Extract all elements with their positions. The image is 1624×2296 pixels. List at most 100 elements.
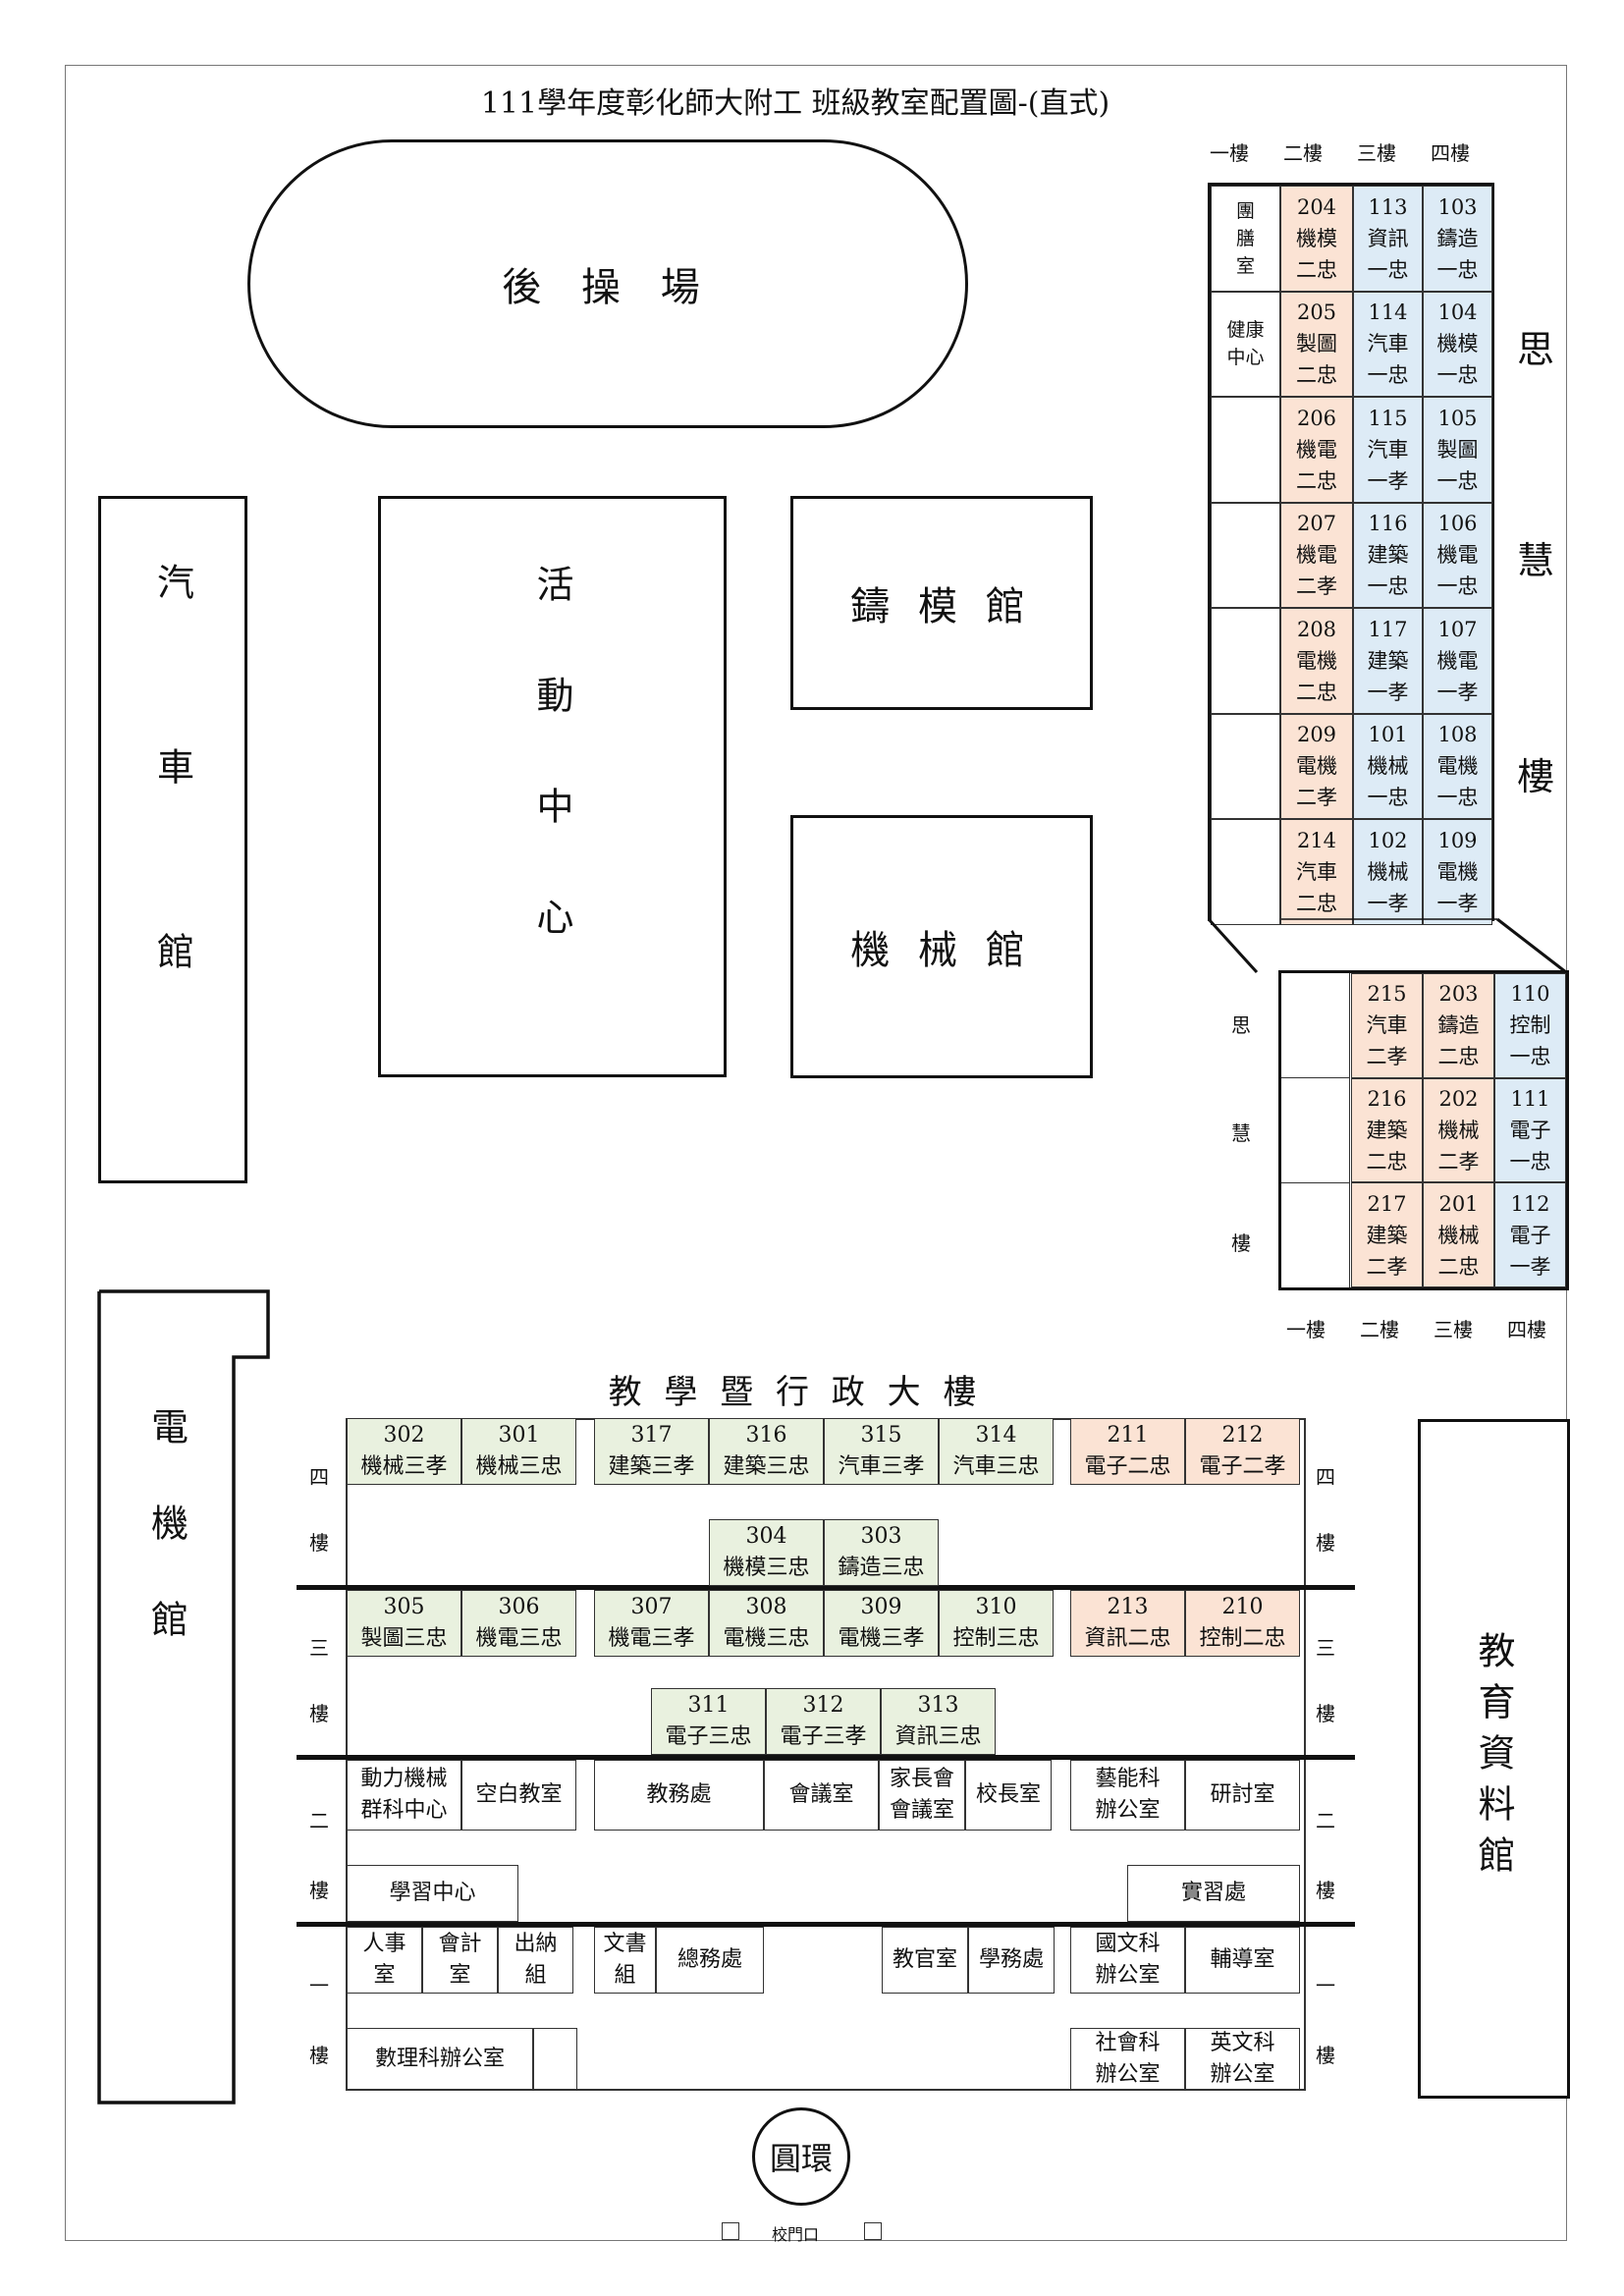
sihui-lower-name-char-3: 樓 xyxy=(1231,1231,1251,1255)
sihui-room-f1 xyxy=(1211,819,1280,925)
office-2f: 校長室 xyxy=(965,1760,1052,1831)
sihui-room-f1 xyxy=(1211,502,1280,608)
floor-divider-1 xyxy=(297,1922,1355,1927)
gate-marker-right xyxy=(864,2222,882,2240)
edu-data-building-label: 教育資料館 xyxy=(1472,1631,1515,1886)
office-2f: 研討室 xyxy=(1185,1760,1300,1831)
casting-building: 鑄 模 館 xyxy=(790,496,1093,710)
sihui-name-char-3: 樓 xyxy=(1517,755,1555,798)
sihui-room-f1 xyxy=(1211,608,1280,714)
sihui-room-f1 xyxy=(1211,713,1280,819)
teaching-building-title: 教 學 暨 行 政 大 樓 xyxy=(608,1372,983,1412)
floor-label-3-right: 三樓 xyxy=(1316,1636,1335,1725)
office-1f: 學務處 xyxy=(968,1927,1055,1994)
casting-building-label: 鑄 模 館 xyxy=(850,584,1033,629)
sihui-name-char-2: 慧 xyxy=(1517,539,1555,582)
learning-center: 學習中心 xyxy=(347,1865,518,1922)
gate-marker-left xyxy=(722,2222,739,2240)
floor-divider-2 xyxy=(297,1755,1355,1760)
office-1f: 輔導室 xyxy=(1185,1927,1300,1994)
small-room xyxy=(533,2028,577,2090)
back-track: 後 操 場 xyxy=(247,139,968,428)
math-science-office: 數理科辦公室 xyxy=(347,2028,533,2090)
sihui-name-char-1: 思 xyxy=(1517,328,1555,371)
floor-divider-3 xyxy=(297,1585,1355,1590)
office-1f: 人事室 xyxy=(347,1927,422,1994)
floor-label-1-left: 一樓 xyxy=(309,1974,329,2067)
office-1f: 總務處 xyxy=(656,1927,764,1994)
sihui-floor-header-top: 一樓 二樓 三樓 四樓 xyxy=(1210,141,1470,165)
sihui-room-f1: 健康中心 xyxy=(1211,291,1280,397)
activity-center: 活動中心 xyxy=(378,496,727,1077)
office-1f: 國文科辦公室 xyxy=(1070,1927,1185,1994)
office-2f: 藝能科辦公室 xyxy=(1070,1760,1185,1831)
office-1f: 出納組 xyxy=(498,1927,573,1994)
practice-office: 實習處 xyxy=(1127,1865,1300,1922)
office-2f: 空白教室 xyxy=(461,1760,576,1831)
roundabout: 圓環 xyxy=(752,2107,850,2206)
machinery-building: 機 械 館 xyxy=(790,815,1093,1078)
sihui-lower-name-char-2: 慧 xyxy=(1231,1121,1251,1145)
english-office: 英文科辦公室 xyxy=(1185,2028,1300,2090)
sihui-lower-block xyxy=(1278,970,1569,1290)
floor-label-1-right: 一樓 xyxy=(1316,1974,1335,2067)
sihui-room-f1: 團膳室 xyxy=(1211,186,1280,292)
office-1f: 會計室 xyxy=(422,1927,498,1994)
page-title: 111學年度彰化師大附工 班級教室配置圖-(直式) xyxy=(480,86,1110,121)
office-2f: 動力機械群科中心 xyxy=(347,1760,461,1831)
sihui-lower-f1 xyxy=(1281,973,1350,1287)
office-1f: 文書組 xyxy=(594,1927,656,1994)
auto-building: 汽車館 xyxy=(98,496,247,1183)
floor-label-4-left: 四樓 xyxy=(309,1465,329,1555)
sihui-upper-block xyxy=(1208,183,1494,921)
gate-label: 校門口 xyxy=(772,2225,820,2244)
office-2f: 家長會會議室 xyxy=(879,1760,965,1831)
sihui-lower-name-char-1: 思 xyxy=(1231,1013,1251,1037)
office-1f: 教官室 xyxy=(882,1927,968,1994)
activity-center-label: 活動中心 xyxy=(530,565,573,1009)
sihui-room-f1 xyxy=(1211,397,1280,503)
machinery-building-label: 機 械 館 xyxy=(850,928,1033,973)
edu-data-building: 教育資料館 xyxy=(1418,1419,1570,2099)
social-studies-office: 社會科辦公室 xyxy=(1070,2028,1185,2090)
electric-building-label: 電機館 xyxy=(144,1407,189,1696)
